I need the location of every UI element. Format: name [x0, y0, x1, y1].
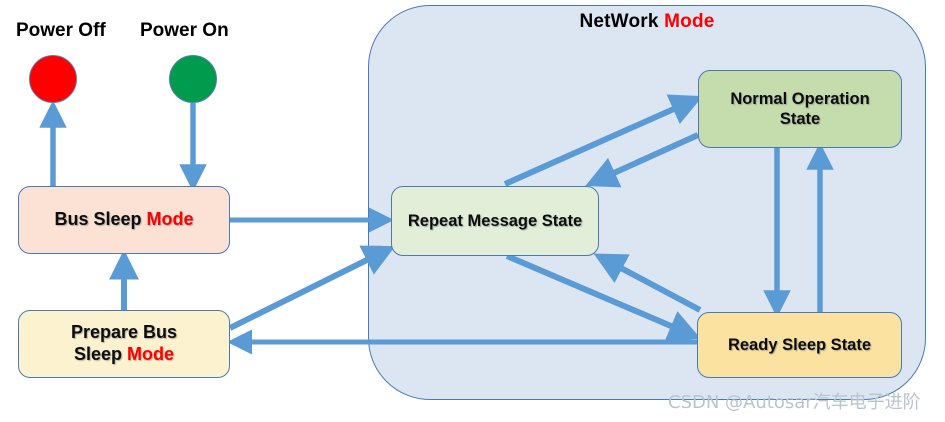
watermark: CSDN @Autosar汽车电子进阶 [668, 392, 921, 413]
power-on-label: Power On [140, 20, 229, 41]
power-off-led [29, 55, 77, 103]
power-on-led [169, 55, 217, 103]
network-mode-title-text: NetWork [579, 11, 665, 32]
node-repeat-message-state[interactable]: Repeat Message State [391, 186, 599, 256]
node-repeat-message-state-label: Repeat Message State [407, 211, 583, 230]
node-ready-sleep-state-label: Ready Sleep State [727, 335, 872, 354]
power-off-label: Power Off [16, 20, 106, 41]
node-bus-sleep-mode-label: Bus Sleep Mode [54, 209, 194, 230]
network-mode-title-highlight: Mode [664, 11, 715, 32]
node-bus-sleep-mode[interactable]: Bus Sleep Mode [18, 186, 230, 254]
node-ready-sleep-state[interactable]: Ready Sleep State [697, 312, 902, 378]
network-mode-title: NetWork Mode [368, 11, 926, 33]
arrow-prepare-to-repeat [228, 245, 396, 331]
